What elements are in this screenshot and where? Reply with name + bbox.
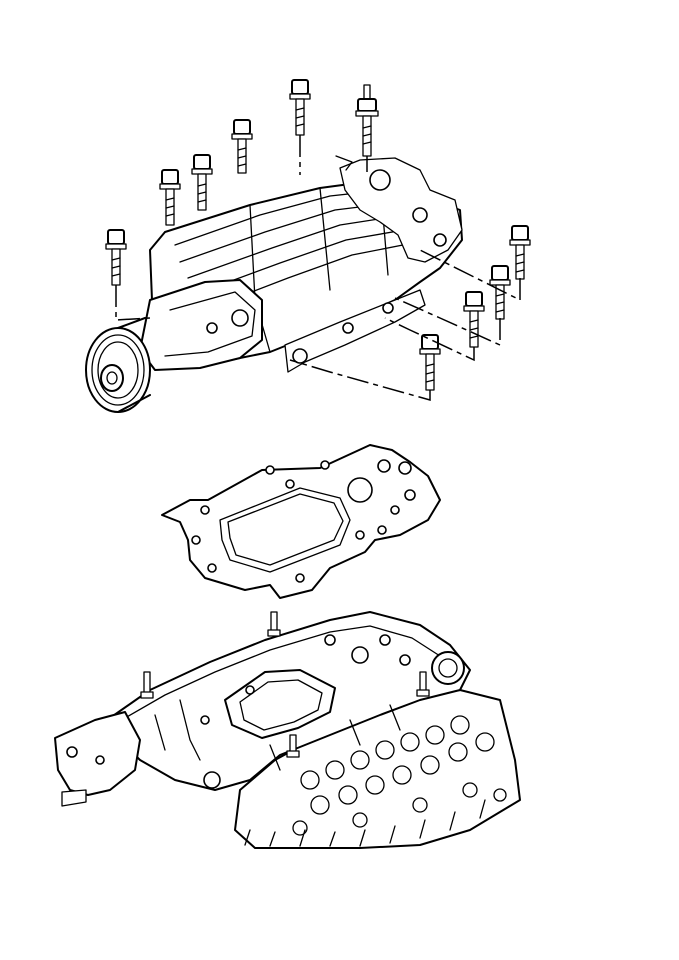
bolt-4 (159, 169, 181, 226)
pulley (85, 317, 151, 413)
alignment-lines (115, 135, 521, 401)
lower-intake-manifold (54, 611, 521, 849)
bolt-2 (231, 119, 253, 174)
supercharger-assembly (85, 155, 463, 413)
stud-bolt (355, 84, 379, 157)
bolt-8 (463, 291, 485, 348)
bolt-3 (191, 154, 213, 211)
supercharger-bolts (105, 79, 531, 391)
bolt-5 (105, 229, 127, 286)
bolt-1 (289, 79, 311, 136)
bolt-7 (489, 265, 511, 320)
valve-train (292, 715, 507, 836)
bolt-6 (509, 225, 531, 280)
bolt-9 (419, 334, 441, 391)
intake-gasket (161, 444, 441, 599)
manifold-studs (140, 611, 430, 758)
